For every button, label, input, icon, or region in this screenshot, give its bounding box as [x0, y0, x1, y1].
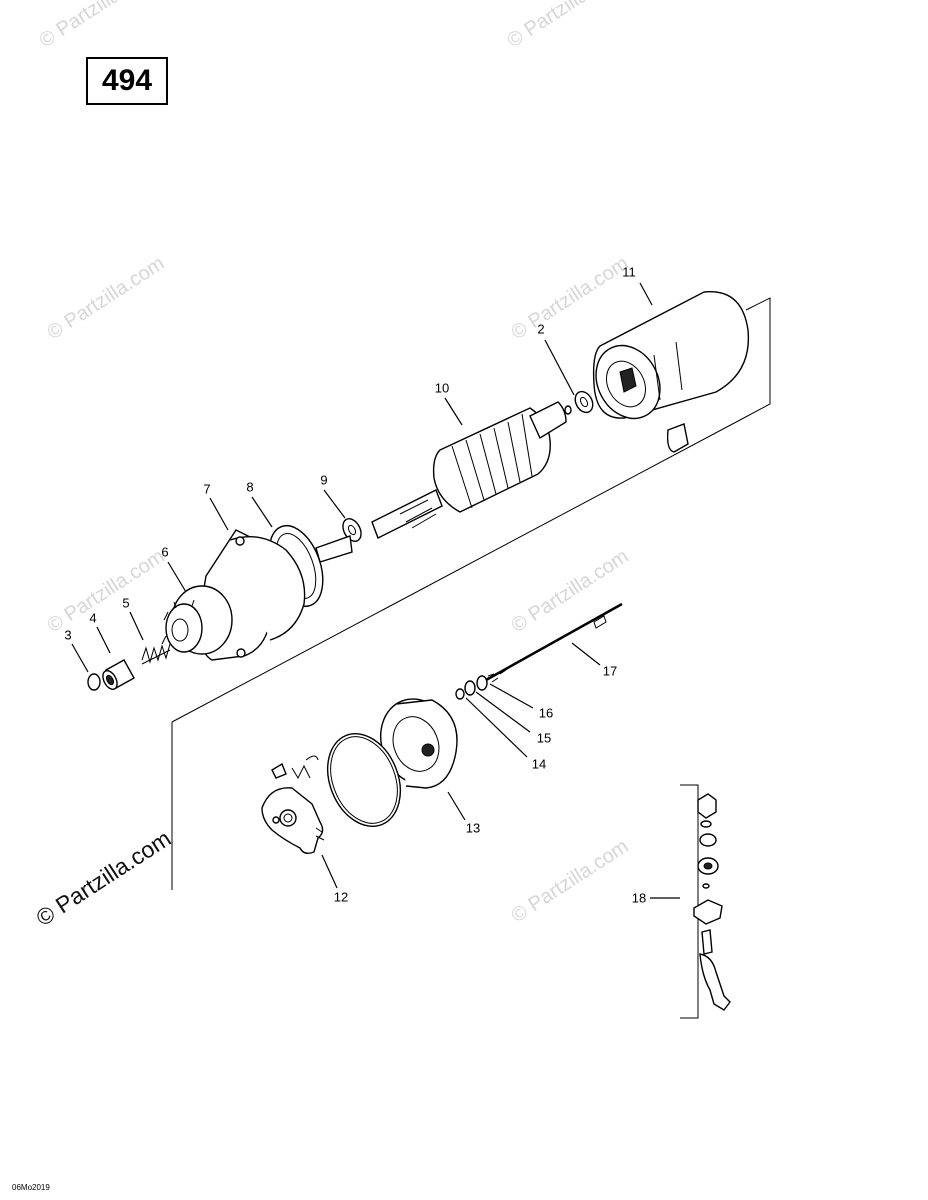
part-washer-9[interactable]	[315, 516, 365, 563]
part-sleeve[interactable]	[100, 659, 135, 692]
callout-5: 5	[122, 595, 130, 611]
part-through-bolt[interactable]	[485, 602, 623, 683]
part-commutator-end[interactable]	[368, 688, 468, 797]
callout-17: 17	[602, 663, 618, 679]
part-housing[interactable]	[584, 290, 750, 453]
callout-9: 9	[320, 472, 328, 488]
leader-lines	[71, 282, 680, 899]
part-armature[interactable]	[371, 401, 567, 539]
callout-15: 15	[536, 730, 552, 746]
part-washer-16[interactable]	[476, 675, 488, 691]
part-drive-pinion[interactable]	[161, 585, 233, 655]
assembly-outline	[171, 297, 771, 1019]
part-spring[interactable]	[141, 643, 171, 665]
part-brush-holder[interactable]	[261, 755, 325, 855]
part-gasket-ring[interactable]	[314, 723, 413, 837]
callout-7: 7	[203, 481, 211, 497]
callout-16: 16	[538, 705, 554, 721]
part-washer-15[interactable]	[464, 680, 476, 696]
callout-18: 18	[631, 890, 647, 906]
callout-11: 11	[622, 264, 636, 280]
page-number-box: 494	[86, 57, 168, 105]
part-washer-2[interactable]	[564, 389, 596, 416]
footer-code: 06Mo2019	[12, 1183, 50, 1192]
callout-14: 14	[531, 756, 547, 772]
part-nut-14[interactable]	[455, 688, 465, 700]
callout-12: 12	[333, 889, 349, 905]
callout-8: 8	[246, 479, 254, 495]
callout-10: 10	[434, 380, 450, 396]
callout-3: 3	[64, 627, 72, 643]
callout-4: 4	[89, 610, 97, 626]
part-cap[interactable]	[87, 673, 101, 691]
part-terminal-kit[interactable]	[693, 793, 731, 1011]
callout-2: 2	[537, 321, 545, 337]
callout-13: 13	[465, 820, 481, 836]
callout-6: 6	[161, 544, 169, 560]
